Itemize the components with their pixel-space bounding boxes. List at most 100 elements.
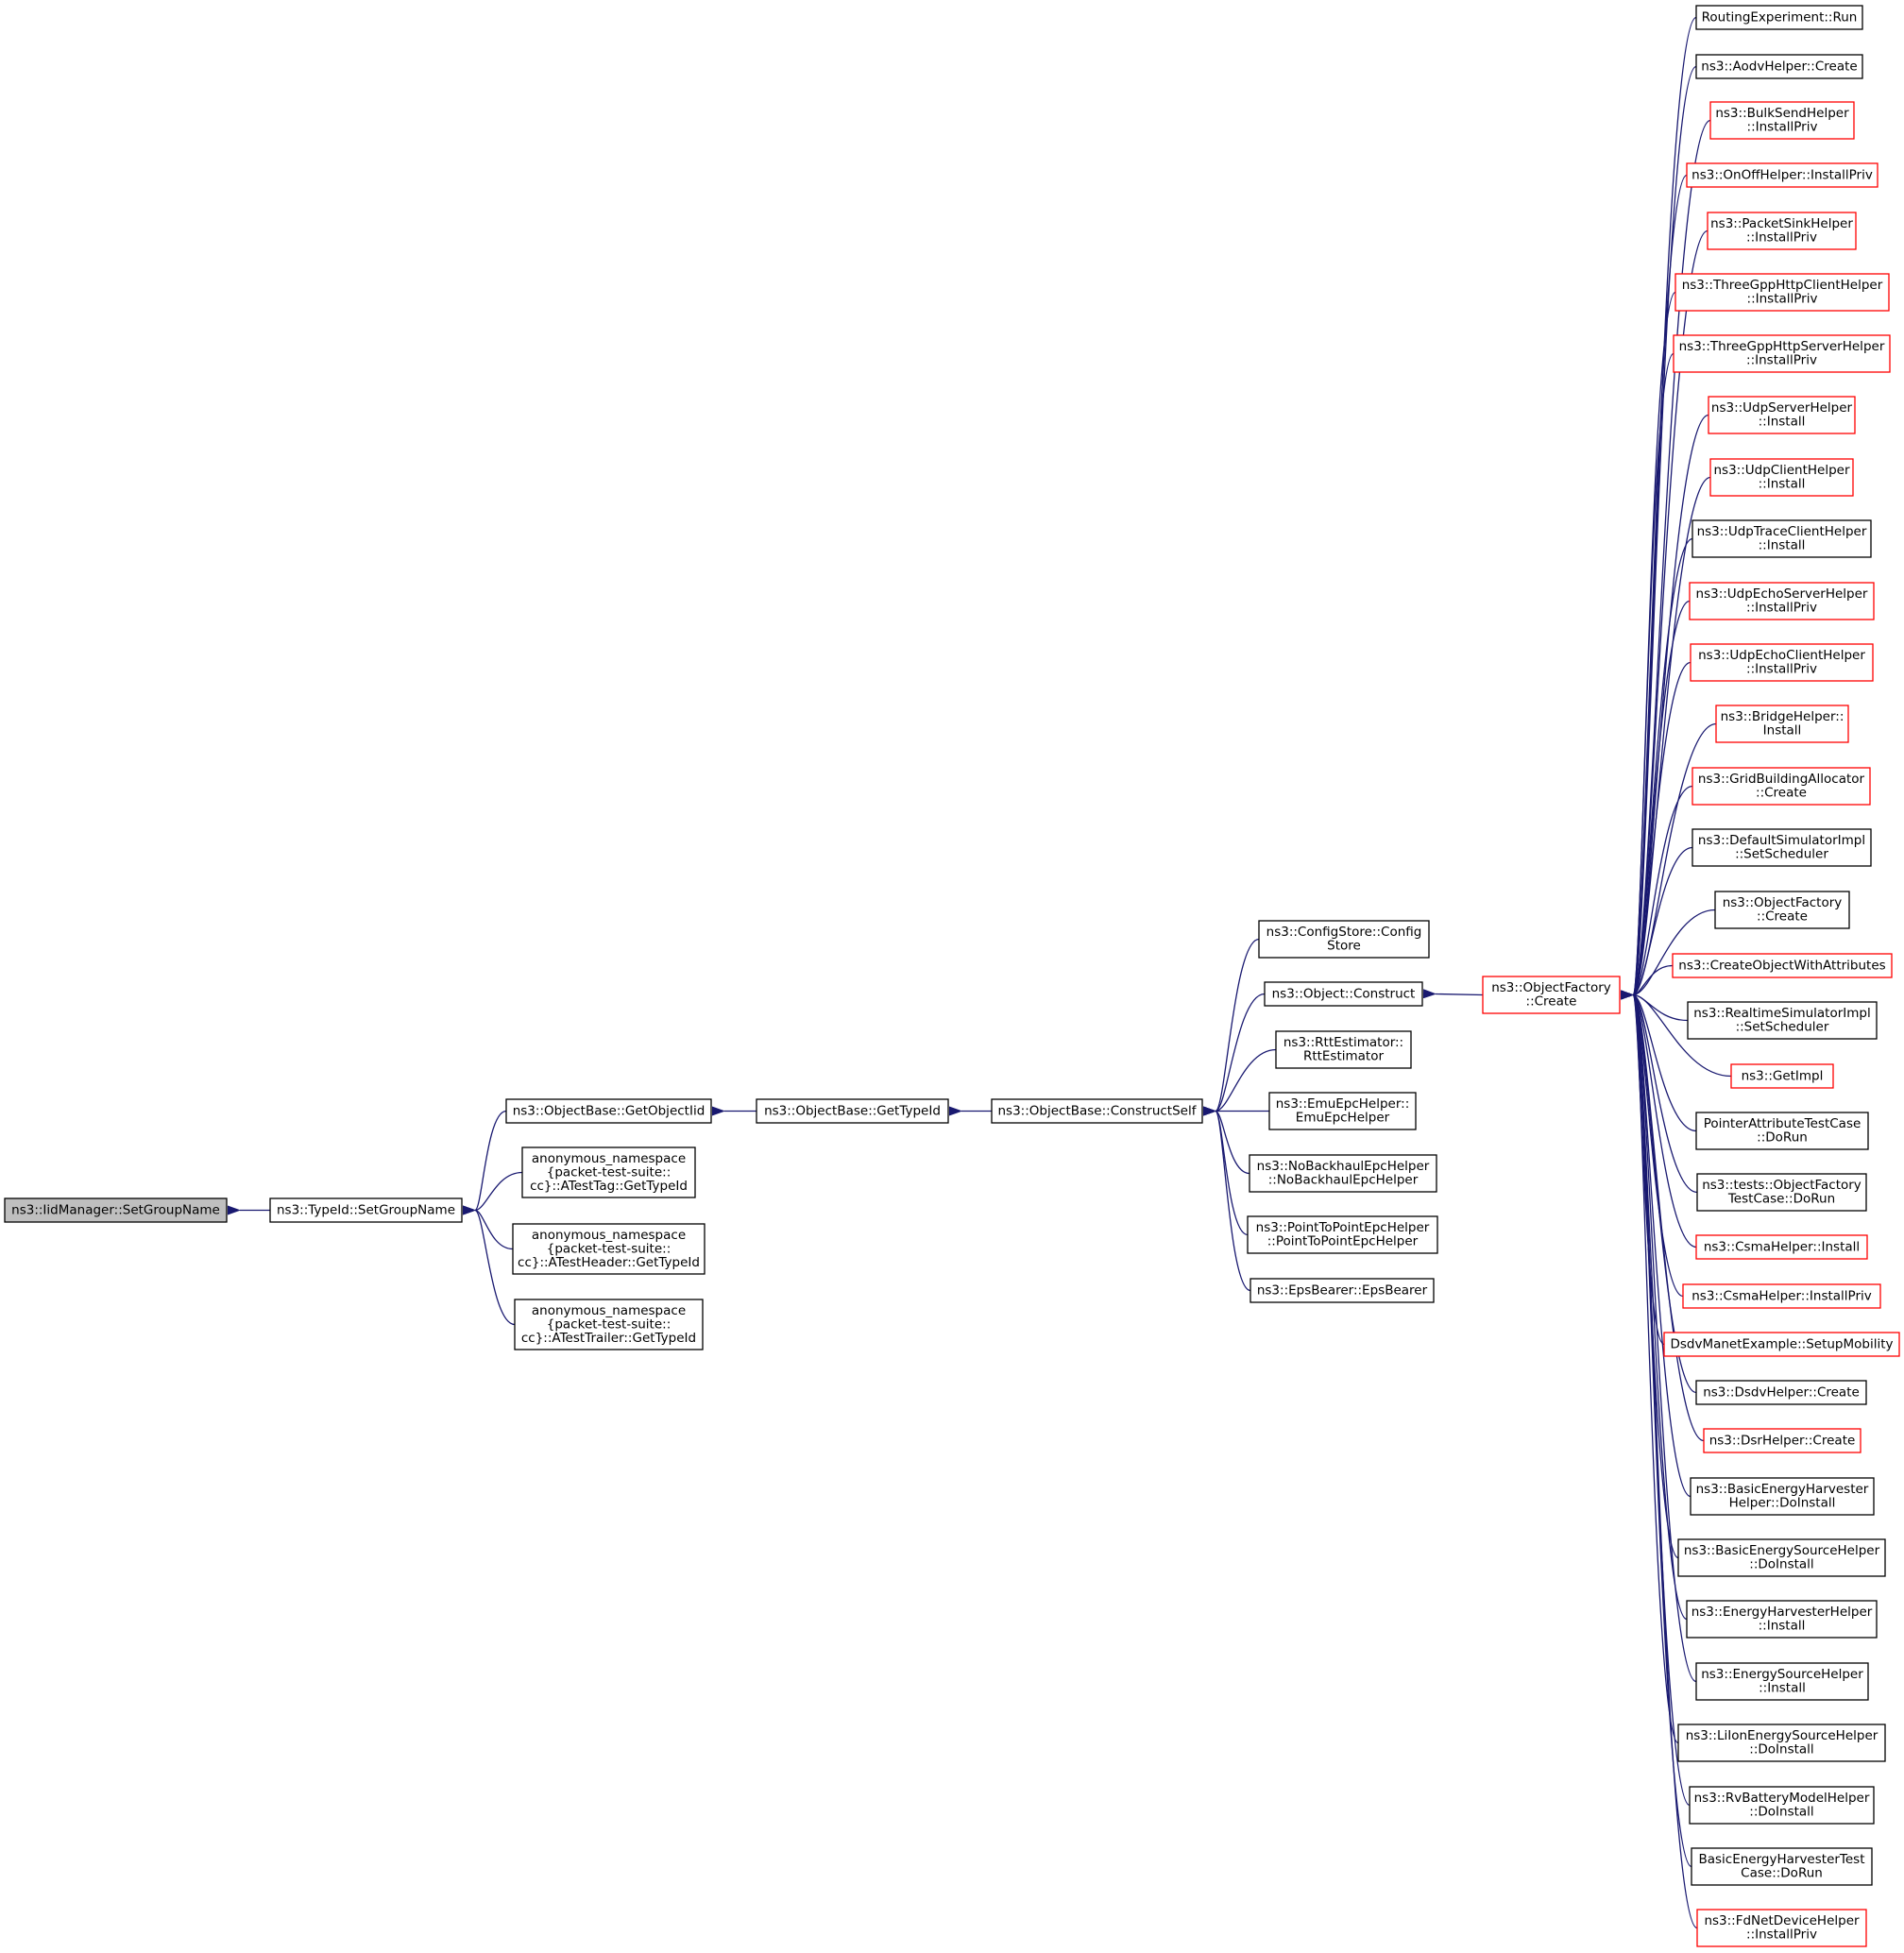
node-label-line: ns3::ObjectBase::GetTypeId [764, 1103, 941, 1118]
node-box [756, 1098, 949, 1124]
node-r12[interactable]: ns3::BridgeHelper::Install [1715, 705, 1849, 743]
node-r17[interactable]: ns3::RealtimeSimulatorImpl::SetScheduler [1687, 1001, 1878, 1040]
node-box [1674, 273, 1890, 312]
node-r24[interactable]: ns3::DsdvHelper::Create [1695, 1380, 1867, 1405]
node-label-line: ns3::BasicEnergyHarvester [1696, 1482, 1869, 1497]
node-pointtopointepchelper[interactable]: ns3::PointToPointEpcHelper::PointToPoint… [1247, 1215, 1438, 1254]
node-r7[interactable]: ns3::UdpServerHelper::Install [1708, 396, 1856, 434]
node-box [512, 1223, 706, 1275]
node-label-line: ::InstallPriv [1746, 662, 1817, 677]
edge-layer [228, 16, 1732, 1929]
node-rttestimator[interactable]: ns3::RttEstimator::RttEstimator [1275, 1030, 1412, 1069]
node-label-line: ::Create [1757, 909, 1808, 925]
call-edge-objectfactory-create-to-r20 [1620, 990, 1698, 1194]
node-r8[interactable]: ns3::UdpClientHelper::Install [1709, 458, 1854, 497]
call-edge-objectfactory-create-to-r15 [1620, 909, 1716, 1000]
node-box [1663, 1332, 1900, 1357]
node-label-line: ns3::CsmaHelper::InstallPriv [1692, 1288, 1871, 1303]
node-r10[interactable]: ns3::UdpEchoServerHelper::InstallPriv [1689, 582, 1875, 620]
node-label-line: ns3::BridgeHelper:: [1721, 709, 1844, 724]
node-box [1709, 101, 1855, 140]
node-label-line: ::Install [1759, 477, 1806, 492]
node-typeid-setgroupname[interactable]: ns3::TypeId::SetGroupName [269, 1197, 463, 1223]
node-label-line: BasicEnergyHarvesterTest [1698, 1852, 1864, 1867]
node-label-line: ns3::PointToPointEpcHelper [1256, 1220, 1430, 1235]
node-r14[interactable]: ns3::DefaultSimulatorImpl::SetScheduler [1692, 828, 1872, 867]
node-r13[interactable]: ns3::GridBuildingAllocator::Create [1692, 767, 1871, 806]
node-r9[interactable]: ns3::UdpTraceClientHelper::Install [1692, 519, 1872, 558]
node-emuepchelper[interactable]: ns3::EmuEpcHelper::EmuEpcHelper [1268, 1092, 1417, 1130]
node-objectbase-gettypeid[interactable]: ns3::ObjectBase::GetTypeId [756, 1098, 949, 1124]
node-r0[interactable]: RoutingExperiment::Run [1695, 5, 1863, 30]
call-edge-objectfactory-create-to-r10 [1620, 600, 1691, 1000]
node-r1[interactable]: ns3::AodvHelper::Create [1695, 54, 1863, 79]
node-label-line: ns3::ConfigStore::Config [1266, 925, 1422, 940]
node-label-line: anonymous_namespace [532, 1303, 686, 1318]
node-label-line: ns3::GetImpl [1742, 1068, 1824, 1083]
node-r15[interactable]: ns3::ObjectFactory::Create [1714, 891, 1850, 929]
call-edge-typeid-setgroupname-to-atesttag-gettypeid [462, 1171, 523, 1215]
node-r27[interactable]: ns3::BasicEnergySourceHelper::DoInstall [1677, 1538, 1886, 1577]
node-r11[interactable]: ns3::UdpEchoClientHelper::InstallPriv [1690, 643, 1874, 682]
node-atestheader-gettypeid[interactable]: anonymous_namespace{packet-test-suite::c… [512, 1223, 706, 1275]
node-r16[interactable]: ns3::CreateObjectWithAttributes [1672, 953, 1893, 978]
node-getobjectiid[interactable]: ns3::ObjectBase::GetObjectIid [505, 1098, 712, 1124]
node-box [1689, 1786, 1875, 1825]
node-constructself[interactable]: ns3::ObjectBase::ConstructSelf [991, 1098, 1203, 1124]
call-edge-objectfactory-create-to-r30 [1620, 989, 1679, 1744]
node-r2[interactable]: ns3::BulkSendHelper::InstallPriv [1709, 101, 1855, 140]
node-box [1695, 1112, 1869, 1150]
node-r18[interactable]: ns3::GetImpl [1730, 1063, 1834, 1089]
node-box [1482, 976, 1621, 1014]
node-r31[interactable]: ns3::RvBatteryModelHelper::DoInstall [1689, 1786, 1875, 1825]
node-r26[interactable]: ns3::BasicEnergyHarvesterHelper::DoInsta… [1690, 1477, 1875, 1516]
call-edge-constructself-to-object-construct [1202, 993, 1266, 1116]
node-box [1247, 1215, 1438, 1254]
node-iid-setgroupname[interactable]: ns3::IidManager::SetGroupName [4, 1197, 228, 1223]
node-label-line: ::DoInstall [1749, 1557, 1813, 1572]
call-edge-objectfactory-create-to-r21 [1620, 990, 1697, 1248]
node-r28[interactable]: ns3::EnergyHarvesterHelper::Install [1686, 1600, 1878, 1639]
node-box [1672, 953, 1893, 978]
node-label-line: ::InstallPriv [1746, 1928, 1817, 1943]
node-configstore[interactable]: ns3::ConfigStore::ConfigStore [1258, 920, 1430, 959]
call-edge-typeid-setgroupname-to-getobjectiid [462, 1110, 507, 1215]
node-box [4, 1197, 228, 1223]
node-box [1695, 1380, 1867, 1405]
node-label-line: ::Create [1756, 786, 1807, 801]
node-atesttag-gettypeid[interactable]: anonymous_namespace{packet-test-suite::c… [521, 1146, 696, 1198]
node-label-line: ::DoInstall [1749, 1742, 1813, 1758]
node-r19[interactable]: PointerAttributeTestCase::DoRun [1695, 1112, 1869, 1150]
node-box [1689, 582, 1875, 620]
node-r5[interactable]: ns3::ThreeGppHttpClientHelper::InstallPr… [1674, 273, 1890, 312]
node-r22[interactable]: ns3::CsmaHelper::InstallPriv [1682, 1283, 1881, 1309]
call-edge-typeid-setgroupname-to-atesttrailer-gettypeid [462, 1205, 516, 1326]
node-label-line: PointerAttributeTestCase [1704, 1116, 1862, 1131]
call-edge-constructself-to-rttestimator [1202, 1048, 1277, 1116]
node-box [1677, 1538, 1886, 1577]
node-r6[interactable]: ns3::ThreeGppHttpServerHelper::InstallPr… [1673, 334, 1891, 373]
node-epsbearer[interactable]: ns3::EpsBearer::EpsBearer [1250, 1278, 1435, 1303]
node-box [1714, 891, 1850, 929]
node-r33[interactable]: ns3::FdNetDeviceHelper::InstallPriv [1696, 1909, 1867, 1947]
node-box [1687, 1001, 1878, 1040]
node-box [1708, 396, 1856, 434]
node-label-line: ns3::UdpClientHelper [1713, 463, 1849, 478]
node-label-line: DsdvManetExample::SetupMobility [1670, 1336, 1893, 1351]
node-label-line: ns3::Object::Construct [1272, 986, 1416, 1001]
node-r21[interactable]: ns3::CsmaHelper::Install [1695, 1234, 1868, 1260]
node-nobackhaulepchelper[interactable]: ns3::NoBackhaulEpcHelper::NoBackhaulEpcH… [1249, 1154, 1437, 1193]
node-r25[interactable]: ns3::DsrHelper::Create [1703, 1428, 1862, 1453]
node-r4[interactable]: ns3::PacketSinkHelper::InstallPriv [1707, 212, 1857, 250]
node-object-construct[interactable]: ns3::Object::Construct [1264, 981, 1423, 1007]
node-r29[interactable]: ns3::EnergySourceHelper::Install [1695, 1662, 1869, 1701]
node-label-line: cc}::ATestHeader::GetTypeId [518, 1255, 700, 1270]
node-r3[interactable]: ns3::OnOffHelper::InstallPriv [1686, 162, 1878, 188]
node-label-line: ns3::ObjectBase::ConstructSelf [998, 1103, 1198, 1118]
node-objectfactory-create[interactable]: ns3::ObjectFactory::Create [1482, 976, 1621, 1014]
node-atesttrailer-gettypeid[interactable]: anonymous_namespace{packet-test-suite::c… [514, 1299, 704, 1350]
node-r23[interactable]: DsdvManetExample::SetupMobility [1663, 1332, 1900, 1357]
node-r30[interactable]: ns3::LiIonEnergySourceHelper::DoInstall [1677, 1724, 1886, 1762]
